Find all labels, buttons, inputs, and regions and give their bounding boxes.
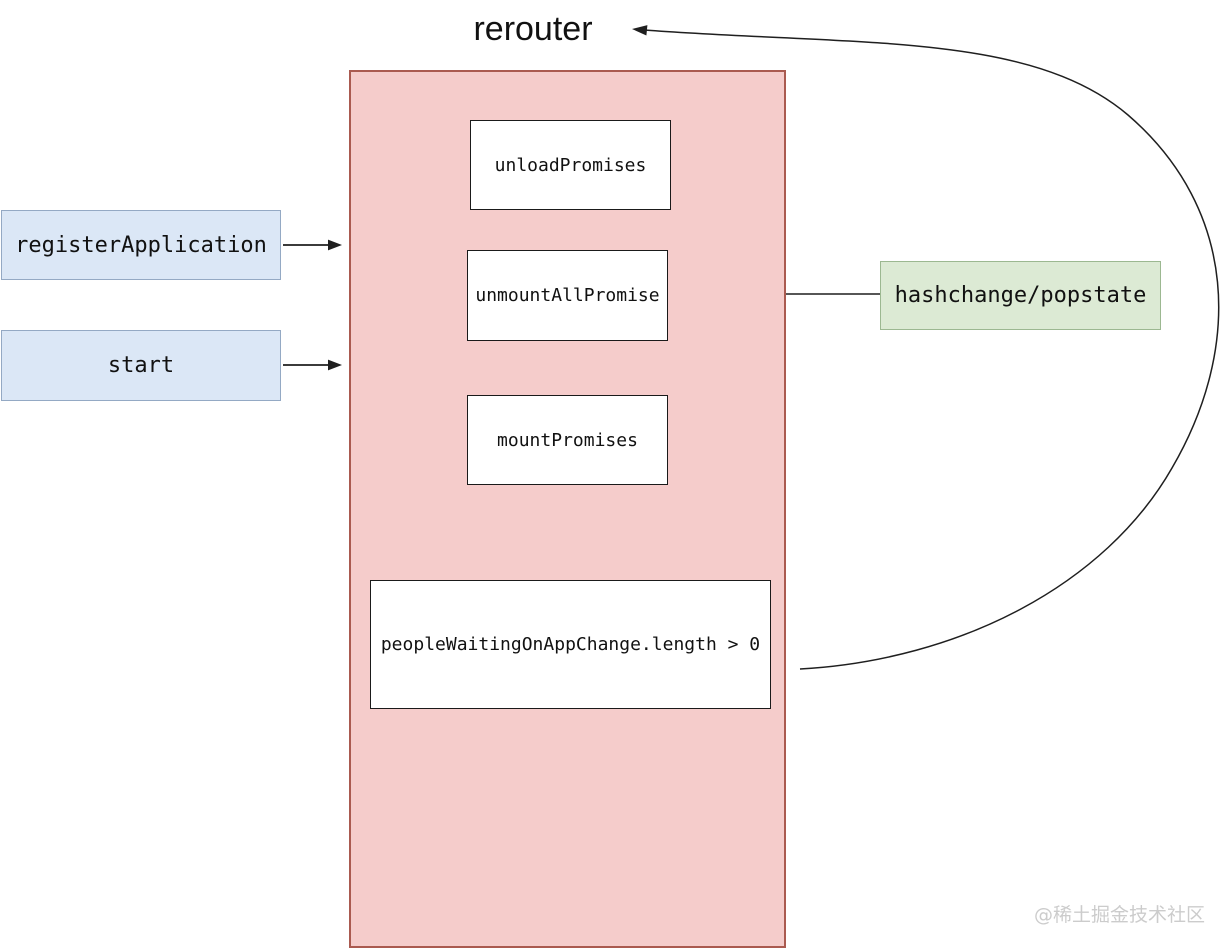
node-label: unloadPromises [494, 154, 647, 176]
node-label: peopleWaitingOnAppChange.length > 0 [380, 634, 761, 655]
node-label: registerApplication [15, 232, 267, 258]
rerouter-container [349, 70, 786, 948]
arrowhead-right-icon [328, 239, 342, 251]
node-mount-promises: mountPromises [467, 395, 668, 485]
arrowhead-left-icon [632, 25, 648, 36]
node-label: hashchange/popstate [894, 283, 1147, 308]
watermark: @稀土掘金技术社区 [1033, 904, 1205, 926]
node-label: start [107, 353, 175, 378]
start-to-rerouter-arrow [283, 359, 342, 371]
node-hashchange-popstate: hashchange/popstate [880, 261, 1161, 330]
arrowhead-right-icon [328, 359, 342, 371]
node-start: start [1, 330, 281, 401]
diagram-title: rerouter [473, 10, 593, 48]
node-unmount-all-promise: unmountAllPromise [467, 250, 668, 341]
register-to-rerouter-arrow [283, 239, 342, 251]
node-register-application: registerApplication [1, 210, 281, 280]
node-label: unmountAllPromise [475, 285, 660, 306]
node-unload-promises: unloadPromises [470, 120, 671, 210]
node-label: mountPromises [497, 429, 638, 451]
node-people-waiting-on-app-change: peopleWaitingOnAppChange.length > 0 [370, 580, 771, 709]
